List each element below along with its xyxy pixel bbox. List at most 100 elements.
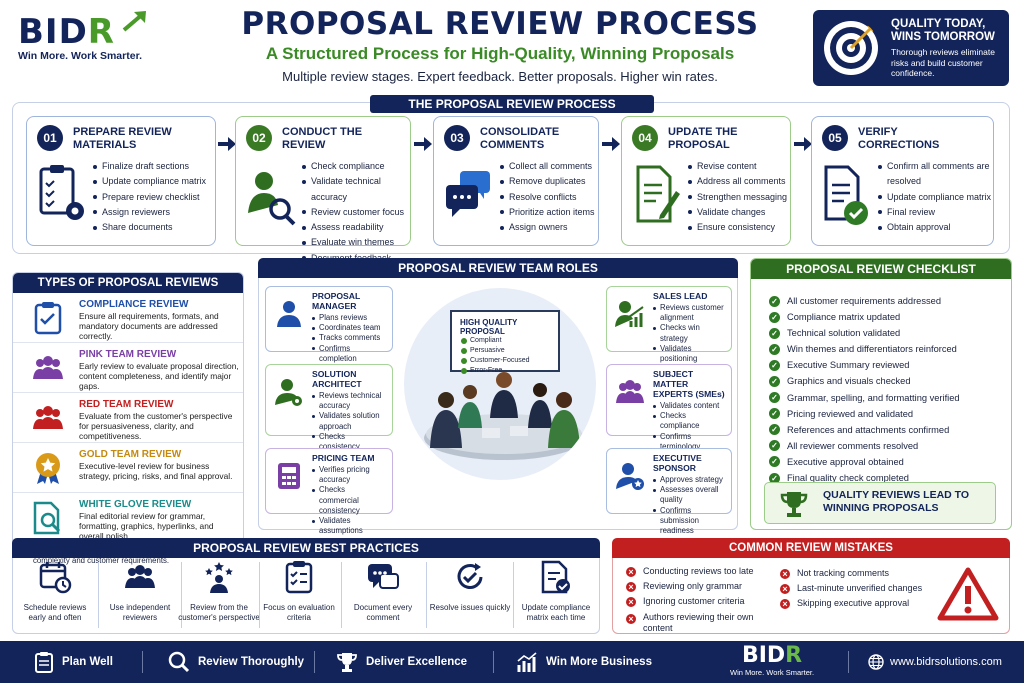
role-item: Checks win strategy	[653, 323, 725, 343]
board-title: HIGH QUALITY PROPOSAL	[460, 318, 518, 336]
review-title: PINK TEAM REVIEW	[79, 349, 177, 360]
board-item: Error-Free	[460, 366, 550, 376]
checklist-item: Pricing reviewed and validated	[769, 406, 1011, 422]
review-types-heading: TYPES OF PROPOSAL REVIEWS	[13, 273, 243, 293]
role-item: Reviews customer alignment	[653, 303, 725, 323]
divider	[426, 562, 427, 628]
step-item: Collect all comments	[500, 159, 595, 174]
person-icon	[277, 301, 301, 327]
practice-item: Review from the customer's perspective	[178, 560, 260, 623]
role-item: Checks commercial consistency	[312, 485, 386, 516]
footer-label: Deliver Excellence	[366, 656, 468, 668]
divider	[259, 562, 260, 628]
role-item: Coordinates team	[312, 323, 386, 333]
review-types-panel: TYPES OF PROPOSAL REVIEWS COMPLIANCE REV…	[12, 272, 244, 565]
step-2: 02 CONDUCT THE REVIEW Check compliance V…	[235, 116, 411, 263]
arrow-right-icon	[218, 137, 236, 151]
trophy-icon	[337, 653, 357, 672]
step-number: 05	[822, 125, 848, 151]
role-item: Tracks comments	[312, 333, 386, 343]
quality-box: QUALITY TODAY,WINS TOMORROW Thorough rev…	[813, 10, 1009, 86]
review-pink-team: PINK TEAM REVIEW Early review to evaluat…	[13, 343, 243, 393]
practice-item: Document every comment	[342, 560, 424, 623]
calculator-icon	[278, 463, 300, 489]
divider	[848, 651, 849, 673]
globe-icon	[868, 654, 884, 670]
footer-item: Deliver Excellence	[336, 641, 467, 683]
practice-label: Resolve issues quickly	[429, 603, 511, 612]
footer-website-link[interactable]: www.bidrsolutions.com	[868, 641, 1002, 683]
checklist-panel: PROPOSAL REVIEW CHECKLIST All customer r…	[750, 258, 1012, 530]
step-item: Obtain approval	[878, 220, 993, 235]
footer-label: Review Thoroughly	[198, 656, 305, 668]
board-item: Persuasive	[460, 346, 550, 356]
step-number: 03	[444, 125, 470, 151]
step-item: Update compliance matrix	[878, 190, 993, 205]
footer-tagline: Win More. Work Smarter.	[730, 668, 815, 677]
step-item: Resolve conflicts	[500, 190, 595, 205]
checklist-item: Win themes and differentiators reinforce…	[769, 341, 1011, 357]
arrow-right-icon	[794, 137, 812, 151]
practice-label: Review from the customer's perspective	[178, 603, 260, 622]
quality-board: HIGH QUALITY PROPOSAL Compliant Persuasi…	[450, 310, 560, 374]
mistake-item: Not tracking comments	[780, 566, 930, 581]
role-solution-architect: SOLUTION ARCHITECT Reviews technical acc…	[265, 364, 393, 451]
quality-title-2: WINS TOMORROW	[891, 31, 995, 43]
reviewer-magnifier-icon	[248, 172, 296, 226]
practice-item: Focus on evaluation criteria	[258, 560, 340, 623]
checklist-item: Final quality check completed	[769, 470, 1011, 486]
practice-label: Update compliance matrix each time	[521, 603, 591, 622]
step-items: Check compliance Validate technical accu…	[302, 159, 410, 266]
review-title: COMPLIANCE REVIEW	[79, 299, 189, 310]
bar-chart-icon	[517, 652, 537, 672]
step-items: Revise content Address all comments Stre…	[688, 159, 787, 235]
clipboard-icon	[35, 652, 53, 673]
review-text: Evaluate from the customer's perspective…	[79, 411, 233, 441]
header-tagline: Multiple review stages. Expert feedback.…	[282, 69, 718, 84]
footer-item: Review Thoroughly	[168, 641, 304, 683]
board-item: Compliant	[460, 336, 550, 346]
step-item: Evaluate win themes	[302, 235, 410, 250]
document-check-icon	[541, 560, 570, 594]
divider	[493, 651, 494, 673]
role-smes: SUBJECT MATTER EXPERTS (SMEs) Validates …	[606, 364, 732, 451]
divider	[341, 562, 342, 628]
review-red-team: RED TEAM REVIEW Evaluate from the custom…	[13, 393, 243, 443]
mistakes-heading: COMMON REVIEW MISTAKES	[612, 538, 1010, 558]
page-subtitle: A Structured Process for High-Quality, W…	[265, 44, 735, 63]
checklist-item: Technical solution validated	[769, 325, 1011, 341]
document-check-icon	[824, 165, 868, 225]
footer-item: Win More Business	[516, 641, 652, 683]
role-item: Confirms terminology	[653, 432, 725, 452]
role-title: SALES LEAD	[653, 291, 708, 301]
step-item: Prioritize action items	[500, 205, 595, 220]
footer-url[interactable]: www.bidrsolutions.com	[890, 656, 1002, 668]
footer-logo: BIDR Win More. Work Smarter.	[730, 643, 815, 678]
step-item: Revise content	[688, 159, 787, 174]
role-title: SUBJECT MATTER EXPERTS (SMEs)	[653, 369, 725, 399]
step-item: Confirm all comments are resolved	[878, 159, 993, 190]
meeting-people-icon	[424, 372, 584, 460]
arrow-right-icon	[602, 137, 620, 151]
step-item: Ensure consistency	[688, 220, 787, 235]
role-item: Checks consistency	[312, 432, 386, 452]
quality-title-1: QUALITY TODAY,	[891, 18, 986, 30]
bidr-logo: BIDR Win More. Work Smarter.	[18, 11, 148, 62]
role-proposal-manager: PROPOSAL MANAGER Plans reviews Coordinat…	[265, 286, 393, 363]
role-sales-lead: SALES LEAD Reviews customer alignment Ch…	[606, 286, 732, 363]
checklist-item: Grammar, spelling, and formatting verifi…	[769, 390, 1011, 406]
mistake-item: Authors reviewing their own content	[626, 612, 776, 634]
person-gear-icon	[275, 379, 302, 406]
mistake-item: Last-minute unverified changes	[780, 581, 930, 596]
checklist-item: Compliance matrix updated	[769, 309, 1011, 325]
step-title: UPDATE THE PROPOSAL	[668, 126, 738, 151]
calendar-clock-icon	[39, 562, 72, 594]
step-title: PREPARE REVIEW MATERIALS	[73, 126, 172, 151]
mistake-item: Conducting reviews too late	[626, 564, 776, 579]
role-title: SOLUTION ARCHITECT	[312, 369, 362, 389]
step-item: Prepare review checklist	[93, 190, 206, 205]
checklist-item: Graphics and visuals checked	[769, 373, 1011, 389]
role-title: PRICING TEAM	[312, 453, 375, 463]
footer-bar: Plan Well Review Thoroughly Deliver Exce…	[0, 641, 1024, 683]
team-icon	[125, 565, 155, 588]
